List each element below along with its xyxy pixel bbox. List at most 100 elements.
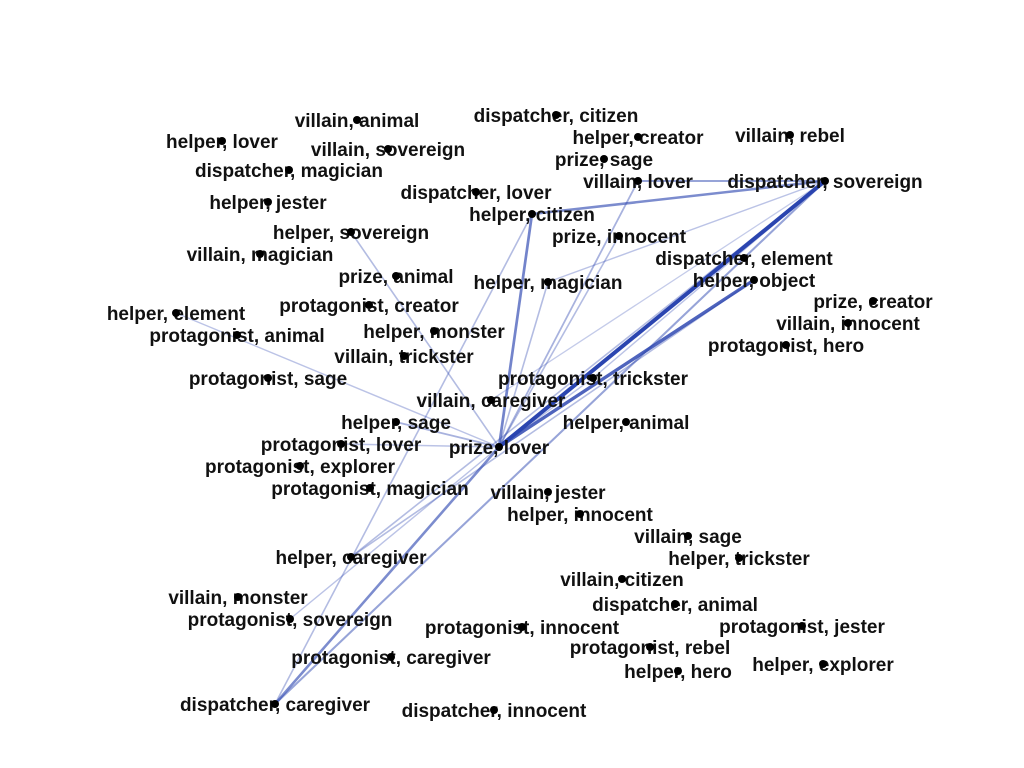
node-helper-lover: helper, lover bbox=[166, 132, 279, 153]
node-helper-object: helper, object bbox=[693, 271, 816, 292]
node-dot bbox=[264, 198, 272, 206]
node-dot bbox=[218, 137, 226, 145]
edge-prize-lover-to-prize-innocent bbox=[498, 235, 620, 448]
edge-helper-caregiver-to-helper-object bbox=[350, 279, 755, 558]
node-dispatcher-element: dispatcher, element bbox=[655, 249, 833, 270]
node-dot bbox=[353, 116, 361, 124]
edge-prize-lover-to-protagonist-trickster bbox=[498, 377, 594, 448]
node-helper-magician: helper, magician bbox=[474, 273, 623, 294]
node-dot bbox=[264, 374, 272, 382]
node-dot bbox=[819, 660, 827, 668]
node-protagonist-magician: protagonist, magician bbox=[271, 479, 468, 500]
node-dot bbox=[786, 131, 794, 139]
node-helper-animal: helper, animal bbox=[563, 413, 690, 434]
node-dispatcher-animal: dispatcher, animal bbox=[592, 595, 758, 616]
node-dot bbox=[234, 593, 242, 601]
node-dot bbox=[347, 553, 355, 561]
node-dot bbox=[285, 166, 293, 174]
node-dot bbox=[646, 643, 654, 651]
node-dot bbox=[618, 575, 626, 583]
node-helper-citizen: helper, citizen bbox=[469, 205, 595, 226]
edge-prize-lover-to-dispatcher-sovereign bbox=[497, 179, 827, 449]
node-protagonist-explorer: protagonist, explorer bbox=[205, 457, 396, 478]
node-dot bbox=[576, 510, 584, 518]
node-helper-jester: helper, jester bbox=[209, 193, 327, 214]
node-dot bbox=[544, 488, 552, 496]
node-dispatcher-caregiver: dispatcher, caregiver bbox=[180, 695, 371, 716]
node-protagonist-rebel: protagonist, rebel bbox=[570, 638, 730, 659]
node-villain-innocent: villain, innocent bbox=[776, 314, 920, 335]
edge-helper-magician-to-dispatcher-sovereign bbox=[547, 180, 826, 283]
node-dot bbox=[782, 341, 790, 349]
node-dot bbox=[365, 301, 373, 309]
node-dot bbox=[487, 396, 495, 404]
node-protagonist-jester: protagonist, jester bbox=[719, 617, 885, 638]
node-helper-element: helper, element bbox=[107, 304, 246, 325]
node-protagonist-innocent: protagonist, innocent bbox=[425, 618, 620, 639]
node-villain-jester: villain, jester bbox=[490, 483, 606, 504]
node-dot bbox=[233, 331, 241, 339]
node-dot bbox=[552, 111, 560, 119]
edge-prize-lover-to-protagonist-lover bbox=[340, 443, 500, 448]
edge-prize-lover-to-helper-object bbox=[498, 278, 755, 449]
node-protagonist-hero: protagonist, hero bbox=[708, 336, 864, 357]
node-dot bbox=[869, 297, 877, 305]
node-dot bbox=[337, 440, 345, 448]
node-dispatcher-sovereign: dispatcher, sovereign bbox=[727, 172, 922, 193]
node-helper-caregiver: helper, caregiver bbox=[275, 548, 427, 569]
edge-prize-lover-to-villain-lover bbox=[498, 180, 639, 448]
edge-layer bbox=[175, 179, 827, 705]
node-protagonist-sovereign: protagonist, sovereign bbox=[188, 610, 393, 631]
node-dot bbox=[384, 145, 392, 153]
node-dot bbox=[387, 653, 395, 661]
node-protagonist-animal: protagonist, animal bbox=[149, 326, 324, 347]
node-villain-caregiver: villain, caregiver bbox=[417, 391, 567, 412]
node-villain-sage: villain, sage bbox=[634, 527, 742, 548]
node-protagonist-sage: protagonist, sage bbox=[189, 369, 347, 390]
node-dot bbox=[430, 327, 438, 335]
node-villain-sovereign: villain, sovereign bbox=[311, 140, 465, 161]
node-dispatcher-innocent: dispatcher, innocent bbox=[402, 701, 587, 722]
node-dot bbox=[735, 554, 743, 562]
edge-helper-citizen-to-dispatcher-sovereign bbox=[531, 179, 826, 216]
node-helper-explorer: helper, explorer bbox=[752, 655, 894, 676]
node-dot bbox=[392, 418, 400, 426]
node-dot bbox=[366, 484, 374, 492]
node-helper-innocent: helper, innocent bbox=[507, 505, 653, 526]
node-dot bbox=[600, 155, 608, 163]
node-dot bbox=[615, 232, 623, 240]
node-dispatcher-magician: dispatcher, magician bbox=[195, 161, 383, 182]
edge-prize-lover-to-helper-magician bbox=[498, 281, 549, 448]
node-dot bbox=[347, 228, 355, 236]
edge-prize-lover-to-dispatcher-caregiver bbox=[274, 446, 500, 705]
node-helper-monster: helper, monster bbox=[363, 322, 505, 343]
node-helper-sage: helper, sage bbox=[341, 413, 451, 434]
node-villain-rebel: villain, rebel bbox=[735, 126, 845, 147]
node-dot bbox=[472, 188, 480, 196]
node-dispatcher-citizen: dispatcher, citizen bbox=[474, 106, 639, 127]
node-dot bbox=[674, 667, 682, 675]
edge-protagonist-trickster-to-dispatcher-sovereign bbox=[592, 180, 826, 379]
node-dot bbox=[821, 177, 829, 185]
node-prize-innocent: prize, innocent bbox=[552, 227, 687, 248]
node-dot bbox=[798, 622, 806, 630]
node-prize-lover: prize, lover bbox=[449, 438, 550, 459]
node-dot bbox=[634, 133, 642, 141]
node-dot bbox=[271, 700, 279, 708]
node-dot bbox=[589, 374, 597, 382]
edge-prize-lover-to-helper-citizen bbox=[497, 213, 534, 448]
node-dot bbox=[172, 309, 180, 317]
node-prize-sage: prize, sage bbox=[555, 150, 653, 171]
edge-prize-lover-to-helper-element bbox=[175, 312, 500, 448]
node-dot bbox=[622, 418, 630, 426]
node-dot bbox=[740, 254, 748, 262]
node-villain-monster: villain, monster bbox=[168, 588, 308, 609]
node-helper-creator: helper, creator bbox=[573, 128, 705, 149]
node-dot bbox=[490, 706, 498, 714]
node-helper-hero: helper, hero bbox=[624, 662, 732, 683]
node-protagonist-trickster: protagonist, trickster bbox=[498, 369, 689, 390]
node-dot bbox=[286, 615, 294, 623]
node-dot bbox=[684, 532, 692, 540]
edge-prize-lover-to-helper-sage bbox=[395, 421, 500, 448]
